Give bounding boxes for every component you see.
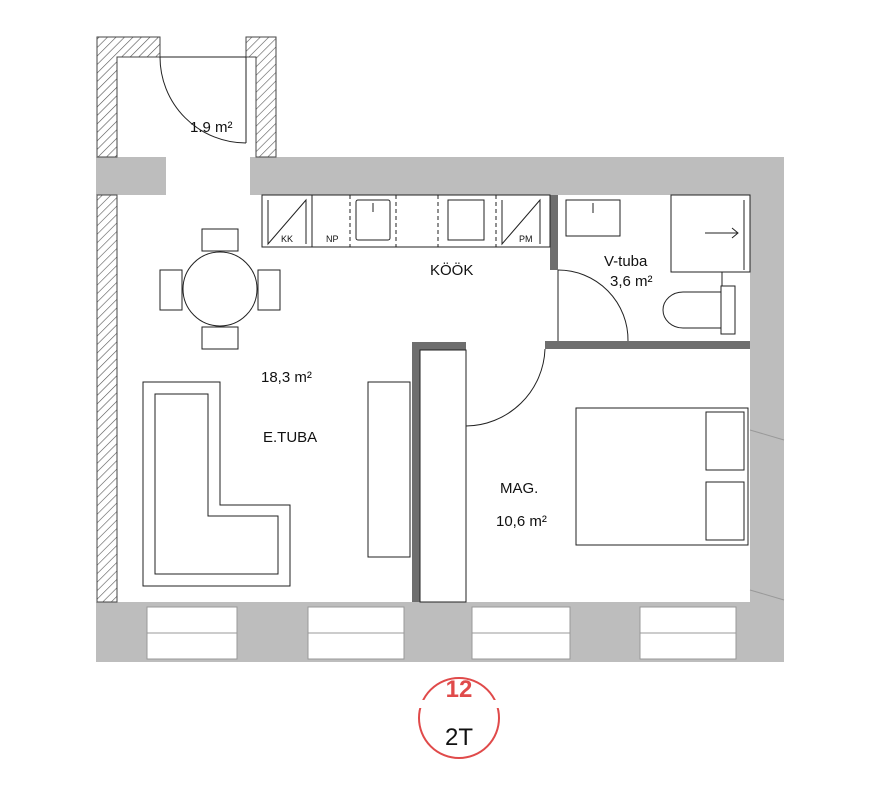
- balcony-door: [159, 56, 247, 144]
- exterior-walls: [96, 157, 785, 662]
- dishwasher-label: NP: [326, 234, 339, 244]
- bathroom-fixtures: [565, 194, 751, 335]
- apartment-type: 2T: [445, 724, 473, 751]
- bedroom-door: [465, 348, 546, 427]
- bathroom-name: V-tuba: [604, 253, 648, 270]
- hatched-walls: [96, 36, 277, 603]
- bathroom-area: 3,6 m²: [610, 273, 653, 290]
- living-room-area: 18,3 m²: [261, 369, 312, 386]
- corner-sofa: [142, 381, 291, 587]
- fridge-label: KK: [281, 234, 293, 244]
- living-room-cabinet: [367, 381, 411, 558]
- apartment-badge: [418, 677, 500, 759]
- living-room-name: E.TUBA: [263, 429, 317, 446]
- balcony-area: 1.9 m²: [190, 119, 233, 136]
- dining-table: [159, 228, 281, 350]
- apartment-number: 12: [446, 676, 473, 703]
- bed: [575, 407, 749, 546]
- bathroom-door: [557, 269, 629, 342]
- kitchen-counter: [261, 194, 551, 248]
- kitchen-name: KÖÖK: [430, 261, 473, 279]
- bedroom-name: MAG.: [500, 480, 538, 497]
- interior-walls: [412, 195, 750, 603]
- bedroom-area: 10,6 m²: [496, 513, 547, 530]
- washer-label: PM: [519, 234, 533, 244]
